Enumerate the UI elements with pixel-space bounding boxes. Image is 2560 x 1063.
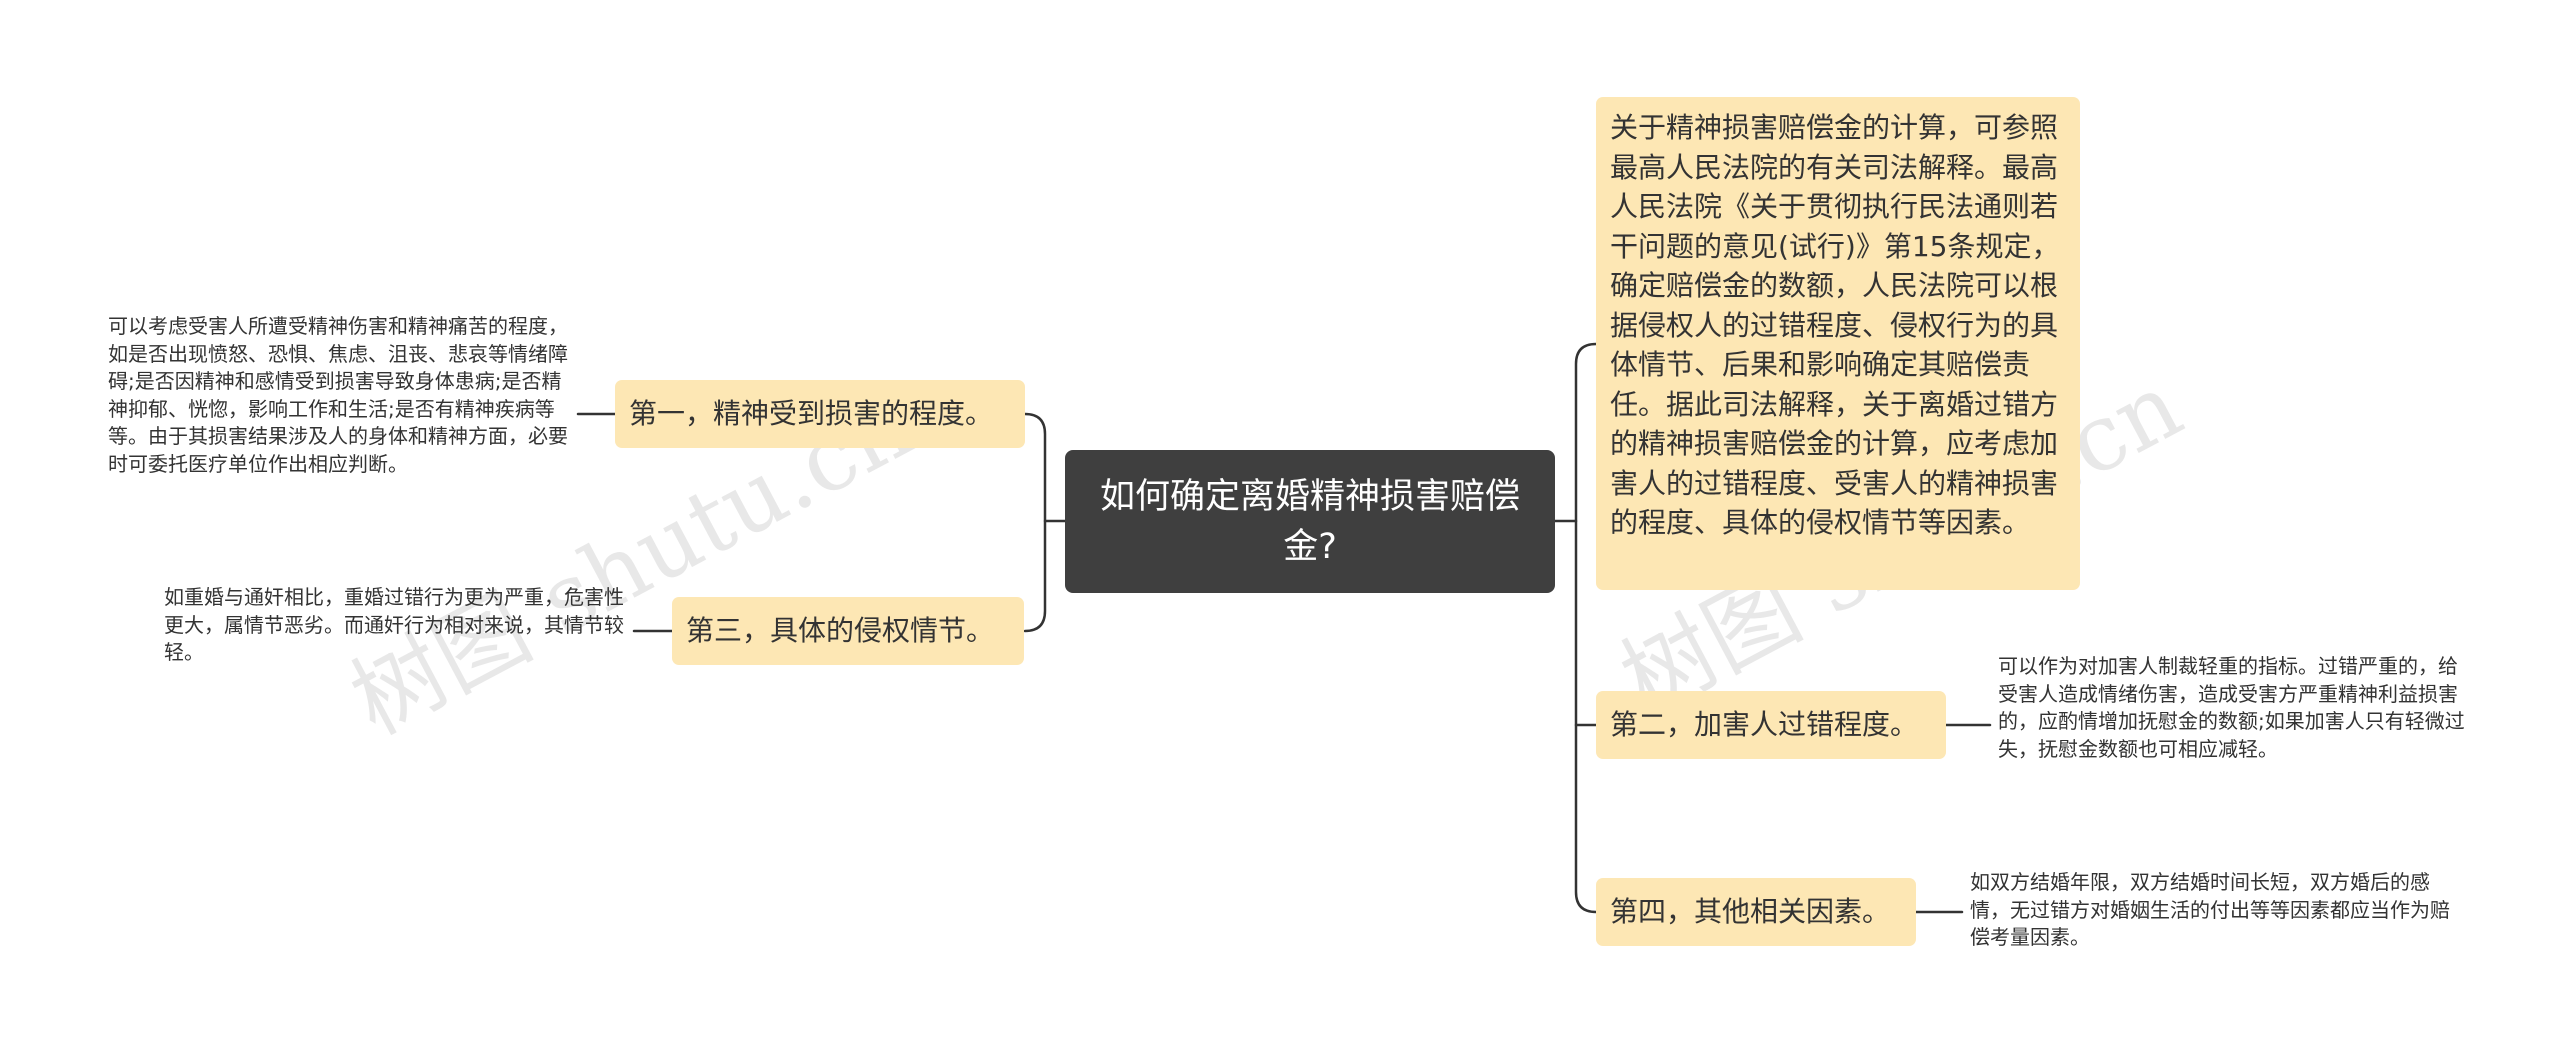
branch-first-mental-damage[interactable]: 第一，精神受到损害的程度。 <box>615 380 1025 448</box>
center-topic-label: 如何确定离婚精神损害赔偿金? <box>1099 476 1520 567</box>
branch-label: 第二，加害人过错程度。 <box>1610 708 1919 741</box>
branch-label: 第一，精神受到损害的程度。 <box>629 397 994 430</box>
leaf-third-detail: 如重婚与通奸相比，重婚过错行为更为严重，危害性更大，属情节恶劣。而通奸行为相对来… <box>164 585 624 664</box>
branch-second-fault-degree[interactable]: 第二，加害人过错程度。 <box>1596 691 1946 759</box>
branch-third-infringement[interactable]: 第三，具体的侵权情节。 <box>672 597 1024 665</box>
branch-label: 关于精神损害赔偿金的计算，可参照最高人民法院的有关司法解释。最高人民法院《关于贯… <box>1610 111 2060 539</box>
leaf-second-detail: 可以作为对加害人制裁轻重的指标。过错严重的，给受害人造成情绪伤害，造成受害方严重… <box>1998 654 2465 761</box>
branch-label: 第三，具体的侵权情节。 <box>686 614 995 647</box>
leaf-first-detail: 可以考虑受害人所遭受精神伤害和精神痛苦的程度，如是否出现愤怒、恐惧、焦虑、沮丧、… <box>108 314 568 476</box>
connector-left-trunk <box>1023 412 1047 633</box>
branch-calculation[interactable]: 关于精神损害赔偿金的计算，可参照最高人民法院的有关司法解释。最高人民法院《关于贯… <box>1596 97 2080 590</box>
center-topic[interactable]: 如何确定离婚精神损害赔偿金? <box>1065 450 1555 593</box>
leaf-fourth-detail: 如双方结婚年限，双方结婚时间长短，双方婚后的感情，无过错方对婚姻生活的付出等等因… <box>1970 870 2450 949</box>
branch-fourth-other-factors[interactable]: 第四，其他相关因素。 <box>1596 878 1916 946</box>
branch-label: 第四，其他相关因素。 <box>1610 895 1891 928</box>
connector-right-trunk <box>1574 342 1598 914</box>
